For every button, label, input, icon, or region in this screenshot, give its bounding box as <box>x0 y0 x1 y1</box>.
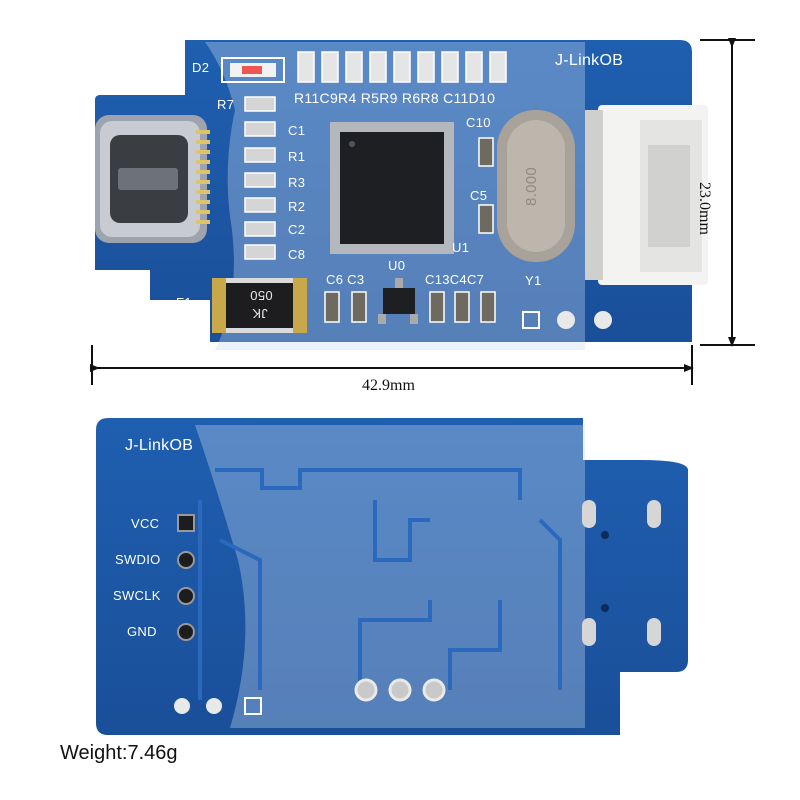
usb-c-connector <box>95 115 210 243</box>
label-c6-c3: C6 C3 <box>326 272 365 287</box>
bottom-board-title: J-LinkOB <box>125 437 194 454</box>
label-c5: C5 <box>470 188 488 203</box>
pin-label-swdio: SWDIO <box>115 552 161 567</box>
label-c2: C2 <box>288 222 306 237</box>
smd-left-column <box>244 96 276 260</box>
pin-label-swclk: SWCLK <box>113 588 161 603</box>
regulator-u0 <box>378 278 418 324</box>
label-r7: R7 <box>217 97 235 112</box>
smd-right-caps <box>478 137 494 234</box>
label-c8: C8 <box>288 247 306 262</box>
label-f1: F1 <box>176 295 192 310</box>
label-u1: U1 <box>452 240 470 255</box>
bottom-pcb-board <box>96 418 688 735</box>
label-u0: U0 <box>388 258 406 273</box>
led-d2 <box>221 57 285 83</box>
pin-label-gnd: GND <box>127 624 157 639</box>
jst-connector <box>585 105 708 285</box>
smd-top-row <box>297 51 507 83</box>
label-c10: C10 <box>466 115 491 130</box>
top-board-title: J-LinkOB <box>555 52 624 69</box>
smd-bottom-row <box>324 291 496 323</box>
fuse-marking-bottom: JK <box>252 306 268 321</box>
pin-label-vcc: VCC <box>131 516 160 531</box>
fuse-marking-top: 050 <box>250 288 273 303</box>
microcontroller-chip <box>330 122 454 254</box>
label-top-row: R11C9R4 R5R9 R6R8 C11D10 <box>294 90 496 106</box>
crystal-marking: 8.000 <box>523 166 541 207</box>
height-dimension-label: 23.0mm <box>696 182 713 235</box>
fuse-f1 <box>212 278 307 333</box>
label-d2: D2 <box>192 60 210 75</box>
label-y1: Y1 <box>525 273 542 288</box>
label-c13-c4-c7: C13C4C7 <box>425 272 485 287</box>
label-c1: C1 <box>288 123 306 138</box>
test-pads-top <box>522 311 612 329</box>
width-dimension-label: 42.9mm <box>362 377 415 394</box>
dimension-lines <box>90 38 755 385</box>
label-r3: R3 <box>288 175 306 190</box>
label-r1: R1 <box>288 149 306 164</box>
weight-label: Weight:7.46g <box>60 742 178 764</box>
crystal-oscillator <box>497 110 575 262</box>
label-r2: R2 <box>288 199 306 214</box>
